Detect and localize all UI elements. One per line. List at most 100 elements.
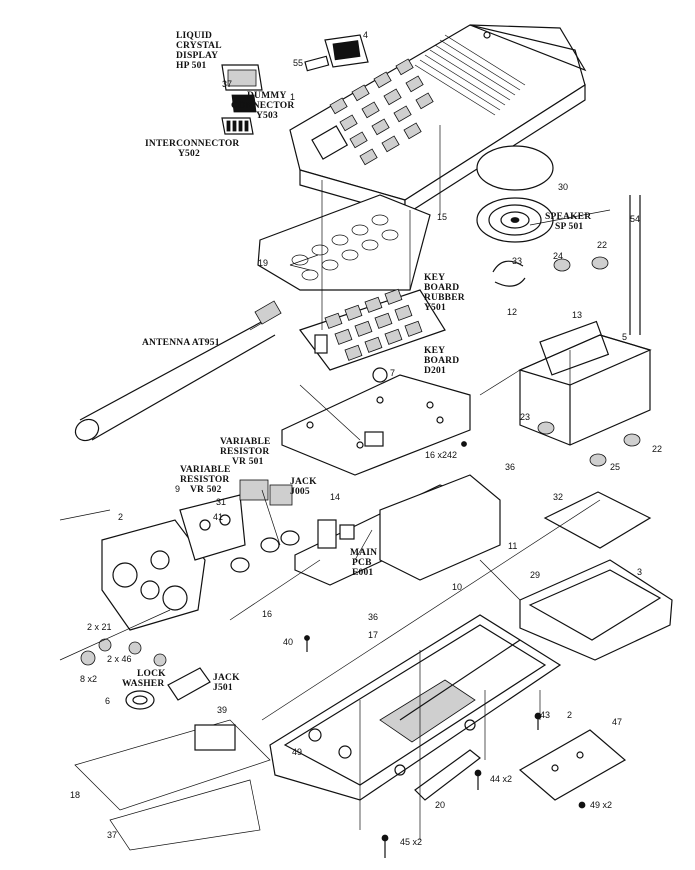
part-number: 1 <box>290 92 295 102</box>
part-number: 5 <box>622 332 627 342</box>
part-number: 11 <box>508 541 517 551</box>
part-number: 30 <box>558 182 568 192</box>
part-number: 55 <box>293 58 303 68</box>
label-main-pcb-2: PCB <box>352 558 372 568</box>
front-panel <box>101 479 300 631</box>
part-number: 22 <box>597 240 607 250</box>
part-number: 12 <box>507 307 517 317</box>
part-number: 19 <box>258 258 268 268</box>
label-jack-j005-1: JACK <box>290 477 317 487</box>
part-numbers: 4 55 37 1 30 15 54 22 19 33 24 12 13 5 7… <box>70 30 662 847</box>
label-vr502-2: RESISTOR <box>180 475 229 485</box>
label-vr501-1: VARIABLE <box>220 437 271 447</box>
keyboard-rubber <box>257 194 431 291</box>
part-number: 18 <box>70 790 80 800</box>
shield-plate <box>379 474 501 581</box>
part-number: 17 <box>368 630 378 640</box>
part-number: 9 <box>175 484 180 494</box>
part-number: 45 x2 <box>400 837 422 847</box>
part-number: 33 <box>512 256 522 266</box>
label-keyboard-2: BOARD <box>424 356 459 366</box>
label-speaker-1: SPEAKER <box>545 212 591 222</box>
label-kbrubber-2: BOARD <box>424 283 459 293</box>
part-number: 15 <box>437 212 447 222</box>
label-lcd-3: DISPLAY <box>176 51 218 61</box>
part-number: 32 <box>553 492 563 502</box>
part-number: 40 <box>283 637 293 647</box>
label-kbrubber-4: Y501 <box>424 303 446 313</box>
leader-lines <box>59 125 611 840</box>
part-number: 37 <box>107 830 117 840</box>
part-number: 41 <box>213 512 223 522</box>
part-number: 7 <box>390 368 395 378</box>
label-lock-washer-2: WASHER <box>122 679 164 689</box>
label-vr501-2: RESISTOR <box>220 447 269 457</box>
battery-cover <box>543 491 652 549</box>
label-vr501-3: VR 501 <box>232 457 264 467</box>
rear-case <box>519 559 673 661</box>
part-number: 31 <box>216 497 226 507</box>
part-number: 10 <box>452 582 462 592</box>
knobs <box>80 638 211 710</box>
speaker <box>476 145 554 287</box>
part-number: 36 <box>505 462 515 472</box>
label-speaker-2: SP 501 <box>555 222 583 232</box>
part-number: 16 <box>262 609 272 619</box>
label-kbrubber-3: RUBBER <box>424 293 465 303</box>
part-number: 8 x2 <box>80 674 97 684</box>
part-number: 2 <box>567 710 572 720</box>
part-number: 54 <box>630 214 640 224</box>
label-interconnector-2: Y502 <box>178 149 200 159</box>
part-number: 37 <box>222 79 232 89</box>
chassis <box>518 195 652 467</box>
screws <box>304 441 586 858</box>
label-keyboard-1: KEY <box>424 346 445 356</box>
bottom-housing <box>269 614 562 801</box>
part-number: 2 x 46 <box>107 654 132 664</box>
part-number: 23 <box>520 412 530 422</box>
keyboard-pcb <box>281 367 471 476</box>
label-interconnector-1: INTERCONNECTOR <box>145 139 239 149</box>
part-number: 25 <box>610 462 620 472</box>
label-antenna: ANTENNA AT951 <box>142 338 220 348</box>
part-number: 47 <box>612 717 622 727</box>
antenna <box>74 300 282 442</box>
part-number: 42 <box>447 450 457 460</box>
label-keyboard-3: D201 <box>424 366 446 376</box>
part-number: 2 <box>118 512 123 522</box>
part-number: 29 <box>530 570 540 580</box>
part-number: 49 <box>292 747 302 757</box>
part-number: 20 <box>435 800 445 810</box>
lcd-assembly <box>221 34 369 135</box>
label-lcd-1: LIQUID <box>176 31 212 41</box>
callout-labels: LIQUID CRYSTAL DISPLAY HP 501 DUMMY CONN… <box>122 31 591 693</box>
label-vr502-3: VR 502 <box>190 485 222 495</box>
label-lcd-4: HP 501 <box>176 61 207 71</box>
part-number: 14 <box>330 492 340 502</box>
label-dummy-2: CONNECTOR <box>231 101 294 111</box>
part-number: 39 <box>217 705 227 715</box>
label-jack-j501-2: J501 <box>213 683 233 693</box>
label-vr502-1: VARIABLE <box>180 465 231 475</box>
belt-clip <box>414 729 627 801</box>
part-number: 13 <box>572 310 582 320</box>
keyboard-keys <box>299 288 446 371</box>
part-number: 22 <box>652 444 662 454</box>
label-main-pcb-1: MAIN <box>350 548 377 558</box>
part-number: 4 <box>363 30 368 40</box>
part-number: 36 <box>368 612 378 622</box>
label-lock-washer-1: LOCK <box>137 669 166 679</box>
part-number: 43 <box>540 710 550 720</box>
label-kbrubber-1: KEY <box>424 273 445 283</box>
label-lcd-2: CRYSTAL <box>176 41 222 51</box>
label-sheet <box>74 719 271 851</box>
part-number: 49 x2 <box>590 800 612 810</box>
part-number: 16 x2 <box>425 450 447 460</box>
part-number: 3 <box>637 567 642 577</box>
part-number: 24 <box>553 251 563 261</box>
label-main-pcb-3: E001 <box>352 568 373 578</box>
part-number: 2 x 21 <box>87 622 112 632</box>
part-number: 44 x2 <box>490 774 512 784</box>
